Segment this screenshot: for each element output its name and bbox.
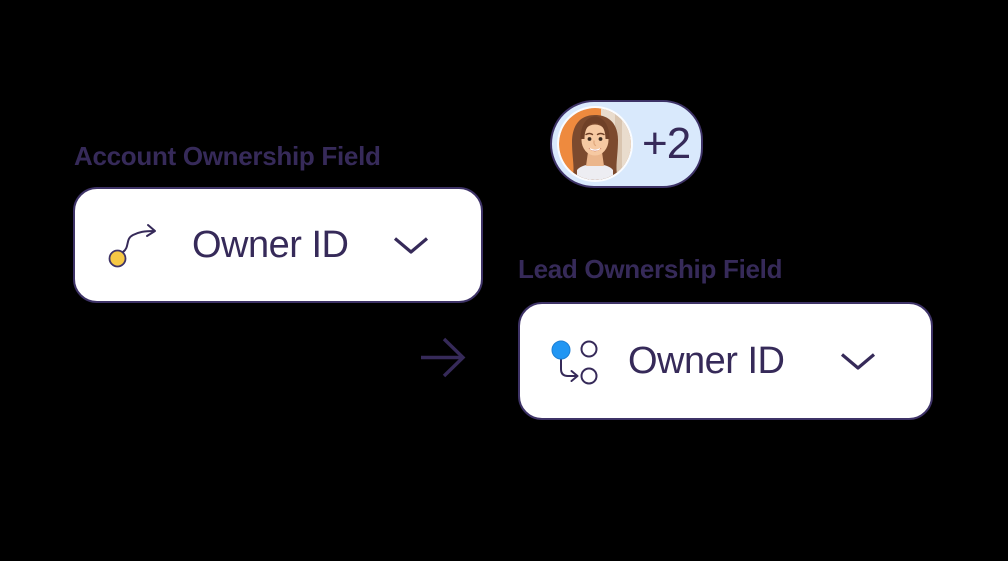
account-field-label: Account Ownership Field — [74, 141, 381, 171]
arrow-right-icon — [421, 337, 466, 378]
path-arrow-icon — [108, 224, 156, 268]
account-field-value: Owner ID — [192, 223, 349, 266]
lead-field-label: Lead Ownership Field — [518, 254, 783, 284]
lead-field-select[interactable]: Owner ID — [518, 302, 933, 420]
avatar — [559, 108, 631, 180]
account-field-select[interactable]: Owner ID — [73, 187, 483, 303]
branch-icon — [551, 340, 598, 385]
collaborators-count: +2 — [642, 119, 691, 168]
chevron-down-icon[interactable] — [392, 236, 430, 255]
chevron-down-icon[interactable] — [839, 352, 877, 371]
collaborators-badge[interactable]: +2 — [550, 100, 703, 188]
lead-field-value: Owner ID — [628, 339, 785, 382]
